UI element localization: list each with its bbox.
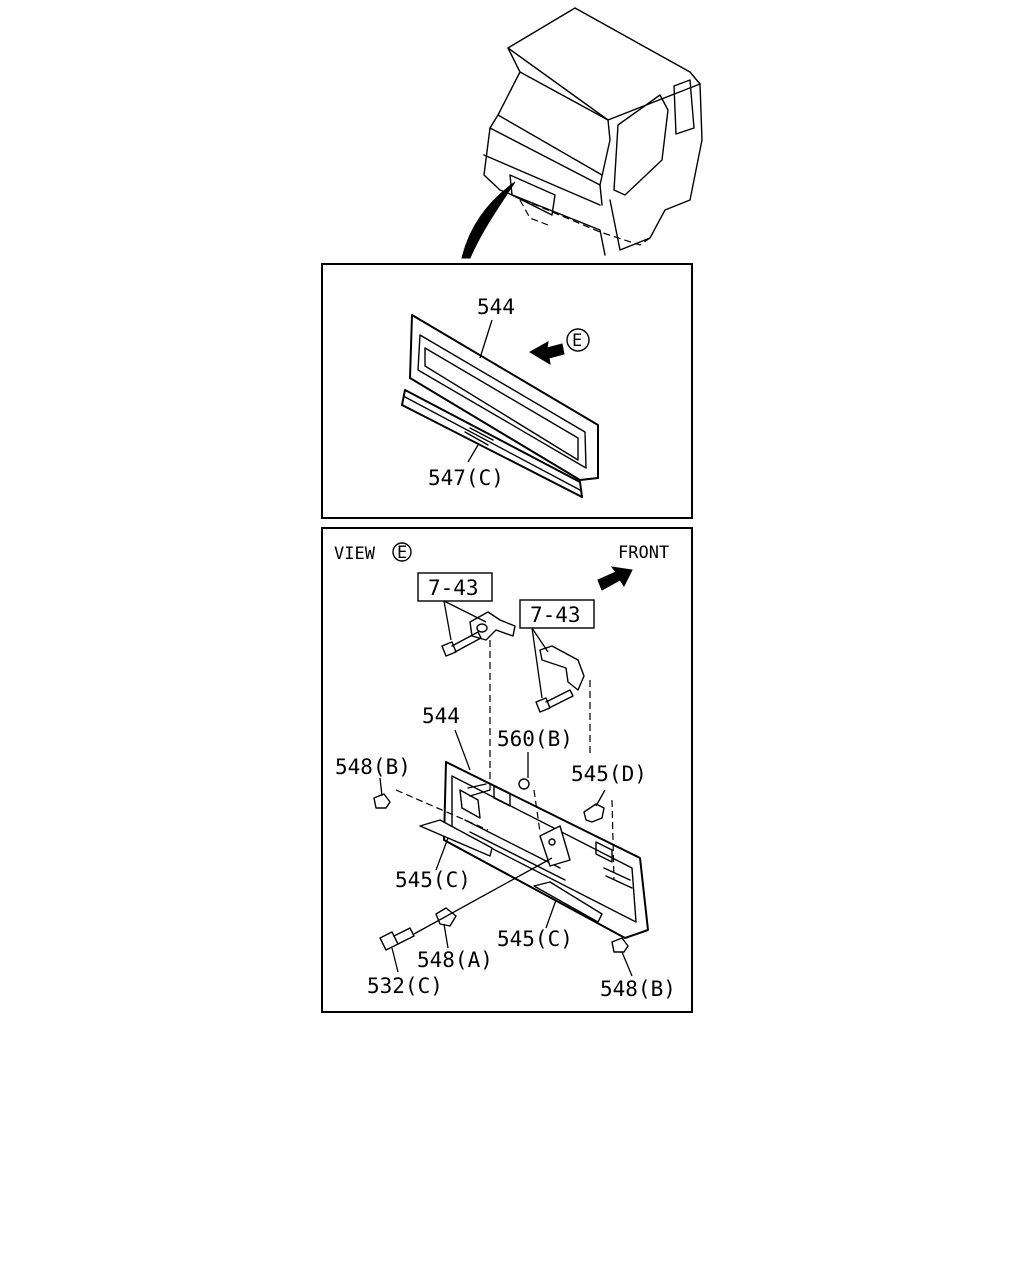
arrow-upright-icon [597, 566, 633, 591]
left-upper-fastener-label: 548(B) [335, 755, 411, 779]
right-lower-fastener-label: 548(B) [600, 977, 676, 1001]
left-lower-molding-label: 545(C) [395, 868, 471, 892]
bracket-d-shape [583, 803, 605, 823]
right-lower-fastener-shape [611, 937, 629, 953]
view-marker-label: E [572, 331, 582, 351]
ref-box-left [417, 572, 493, 602]
view-marker-circle [566, 328, 590, 352]
view-title-marker-circle [392, 542, 412, 562]
fastener-a-label: 548(A) [417, 948, 493, 972]
right-bracket-shape [539, 645, 585, 691]
ref-box-left-label: 7-43 [428, 576, 479, 600]
grille-part-label: 544 [477, 295, 515, 319]
left-lower-molding-shape [419, 819, 493, 857]
right-bolt-shape [535, 689, 574, 713]
view-e-panel: VIEW E FRONT 7-43 7-43 [321, 527, 693, 1013]
molding-part-label: 547(C) [428, 466, 504, 490]
center-molding-shape [533, 881, 603, 923]
bolt-c-shape [379, 927, 415, 951]
view-title: VIEW [334, 544, 376, 564]
bolt-c-label: 532(C) [367, 974, 443, 998]
bracket-d-label: 545(D) [571, 762, 647, 786]
front-grille-shape [409, 314, 599, 481]
clip-part-label: 560(B) [497, 727, 573, 751]
grille-part-label-view: 544 [422, 704, 460, 728]
view-title-marker: E [397, 543, 407, 563]
clip-shape [518, 778, 530, 790]
center-molding-label: 545(C) [497, 927, 573, 951]
molding-strip-shape [401, 389, 583, 498]
arrow-left-icon [529, 341, 565, 365]
left-upper-fastener-shape [373, 793, 391, 809]
grille-overview-panel: 544 547(C) E [321, 263, 693, 519]
ref-box-right [519, 599, 595, 629]
left-bracket-shape [469, 611, 516, 641]
left-bolt-shape [441, 631, 482, 657]
front-label: FRONT [618, 543, 669, 563]
truck-cab-illustration [461, 7, 703, 259]
ref-box-right-label: 7-43 [530, 603, 581, 627]
